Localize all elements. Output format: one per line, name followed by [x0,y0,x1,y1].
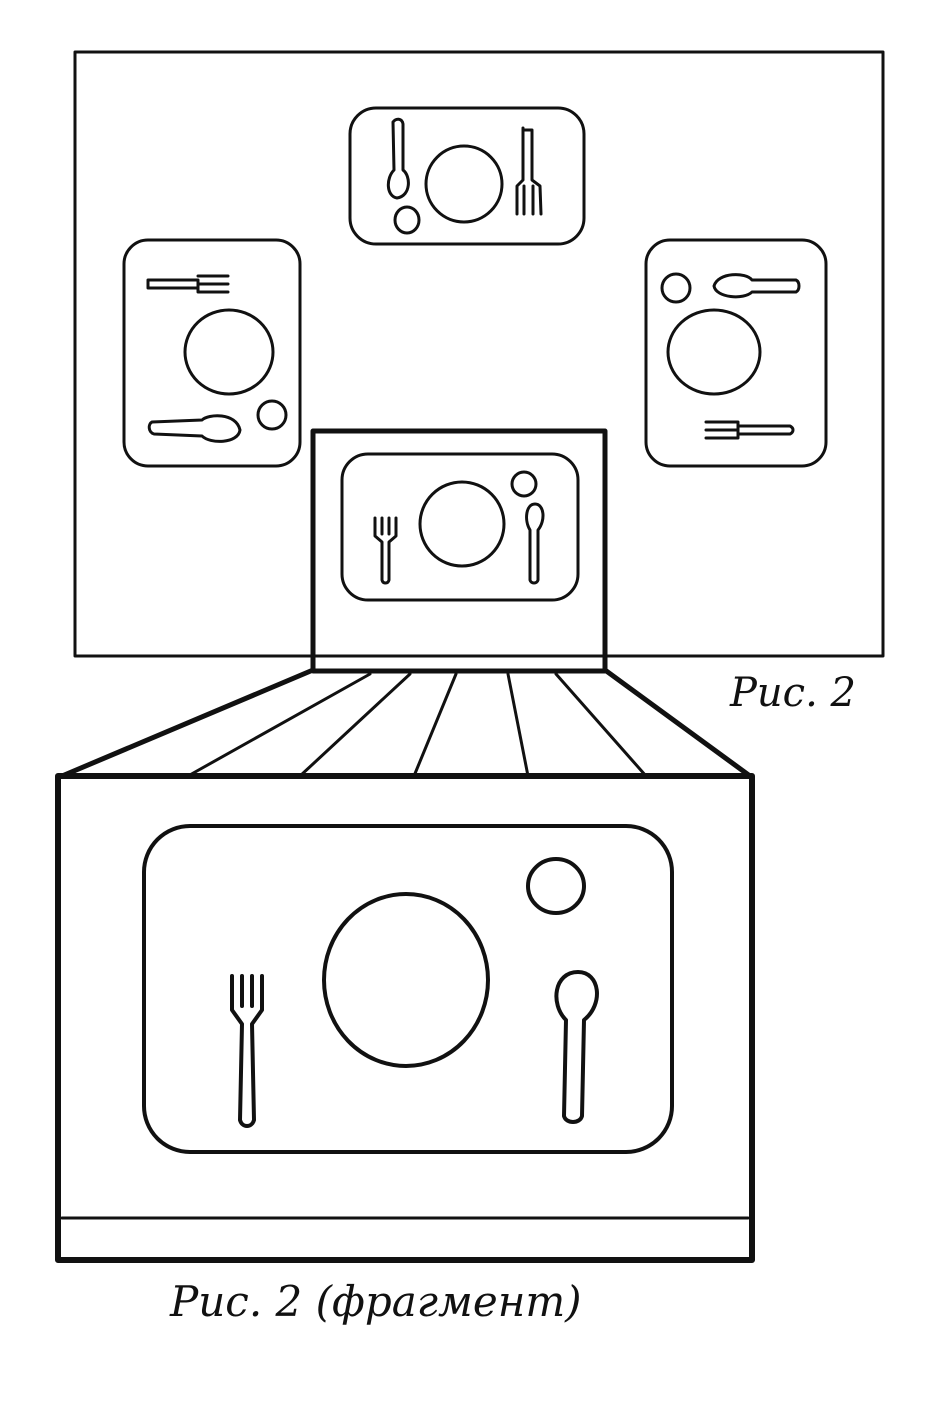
plate [424,144,504,224]
placemat [340,452,580,602]
spoon-icon [712,273,801,299]
spoon-icon [525,502,545,585]
zoom-connector [59,667,753,779]
place-setting-left [122,238,302,468]
cup [393,205,421,235]
place-setting-right [644,238,828,468]
fork-icon [230,974,264,1128]
caption-main: Рис. 2 [729,670,856,716]
plate [666,308,762,396]
caption-fragment: Рис. 2 (фрагмент) [169,1277,582,1326]
fragment-view [55,773,755,1263]
placemat [644,238,828,468]
plate [183,308,275,396]
fork-icon [515,126,543,216]
plate [418,480,506,568]
place-setting-bottom-highlight [310,428,608,674]
cup [256,399,288,431]
fork-icon [373,516,398,585]
table-outline [73,50,885,658]
spoon-icon [147,414,242,443]
table-top-view [73,50,885,674]
spoon-icon [554,970,599,1124]
placemat [348,106,586,246]
fork-icon [146,274,230,294]
place-setting-top [348,106,586,246]
fork-icon [704,420,795,440]
placemat [122,238,302,468]
placemat [142,824,674,1154]
fragment-frame [55,773,755,1263]
cup [510,470,538,498]
spoon-icon [386,117,410,200]
highlight-frame [310,428,608,674]
cup [526,857,586,915]
cup [660,272,692,304]
plate [322,892,490,1068]
